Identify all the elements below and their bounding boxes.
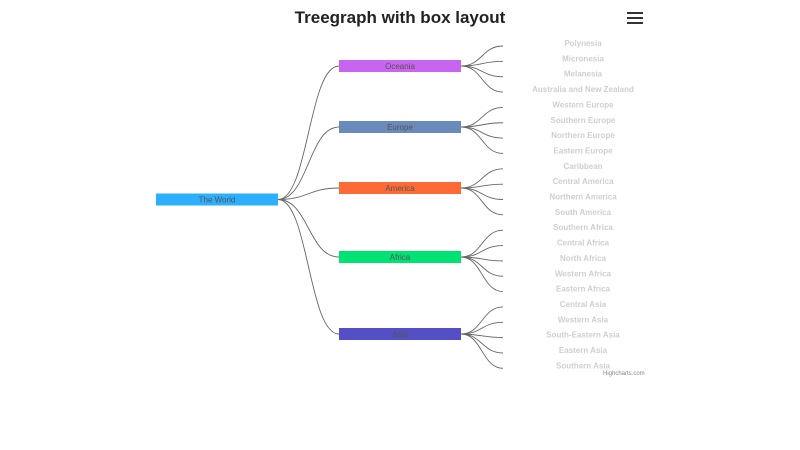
leaf-label-western-asia: Western Asia (558, 315, 609, 324)
tree-link (277, 126, 340, 200)
leaf-label-south-eastern-asia: South-Eastern Asia (546, 331, 620, 340)
node-the-world-label: The World (199, 196, 236, 205)
leaf-label-southern-asia: Southern Asia (556, 361, 610, 370)
tree-link (277, 187, 340, 200)
leaf-label-micronesia: Micronesia (562, 54, 604, 63)
leaf-label-central-america: Central America (552, 177, 614, 186)
tree-link (460, 229, 504, 258)
node-europe-label: Europe (387, 123, 413, 132)
tree-link (277, 65, 340, 200)
chart-title: Treegraph with box layout (294, 8, 506, 27)
leaf-label-melanesia: Melanesia (564, 70, 603, 79)
leaf-label-australia-and-new-zealand: Australia and New Zealand (532, 85, 634, 94)
node-asia[interactable]: Asia (339, 328, 461, 340)
node-europe-box[interactable] (339, 121, 461, 133)
node-africa-label: Africa (390, 253, 411, 262)
tree-link (460, 126, 504, 154)
leaf-label-western-europe: Western Europe (552, 100, 614, 109)
node-the-world-box[interactable] (156, 193, 278, 206)
tree-link (460, 245, 504, 258)
leaf-label-southern-africa: Southern Africa (553, 223, 613, 232)
tree-link (460, 106, 504, 128)
tree-link (460, 126, 504, 139)
tree-link (460, 168, 504, 189)
leaf-label-central-asia: Central Asia (560, 300, 607, 309)
tree-link (277, 199, 340, 335)
leaf-label-southern-europe: Southern Europe (551, 116, 616, 125)
tree-link (277, 199, 340, 258)
credits-link[interactable]: Highcharts.com (603, 371, 645, 377)
tree-link (460, 122, 504, 128)
node-america[interactable]: America (339, 182, 461, 194)
tree-link (460, 45, 504, 67)
tree-link (460, 187, 504, 216)
node-oceania[interactable]: Oceania (339, 60, 461, 72)
node-africa[interactable]: Africa (339, 251, 461, 263)
node-asia-label: Asia (392, 330, 408, 339)
leaf-label-eastern-africa: Eastern Africa (556, 285, 611, 294)
tree-link (460, 333, 504, 369)
tree-link (460, 306, 504, 335)
leaf-label-western-africa: Western Africa (555, 269, 612, 278)
node-the-world[interactable]: The World (156, 193, 278, 206)
node-america-label: America (385, 184, 415, 193)
tree-link (460, 256, 504, 293)
link-layer (277, 45, 504, 369)
tree-link (460, 333, 504, 354)
node-america-box[interactable] (339, 182, 461, 194)
leaf-label-south-america: South America (555, 208, 612, 217)
leaf-label-north-africa: North Africa (560, 254, 606, 263)
tree-link (460, 65, 504, 93)
leaf-label-caribbean: Caribbean (563, 162, 602, 171)
leaf-label-northern-europe: Northern Europe (551, 131, 615, 140)
tree-link (460, 321, 504, 335)
leaf-label-eastern-asia: Eastern Asia (559, 346, 608, 355)
node-oceania-box[interactable] (339, 60, 461, 72)
node-europe[interactable]: Europe (339, 121, 461, 133)
node-africa-box[interactable] (339, 251, 461, 263)
leaf-label-polynesia: Polynesia (564, 39, 602, 48)
node-oceania-label: Oceania (385, 62, 415, 71)
tree-link (460, 256, 504, 277)
hamburger-menu-icon[interactable] (626, 9, 644, 25)
node-asia-box[interactable] (339, 328, 461, 340)
tree-link (460, 187, 504, 200)
tree-link (460, 65, 504, 78)
leaf-label-northern-america: Northern America (549, 193, 617, 202)
leaf-label-central-africa: Central Africa (557, 239, 610, 248)
leaf-label-eastern-europe: Eastern Europe (553, 146, 613, 155)
tree-link (460, 183, 504, 189)
